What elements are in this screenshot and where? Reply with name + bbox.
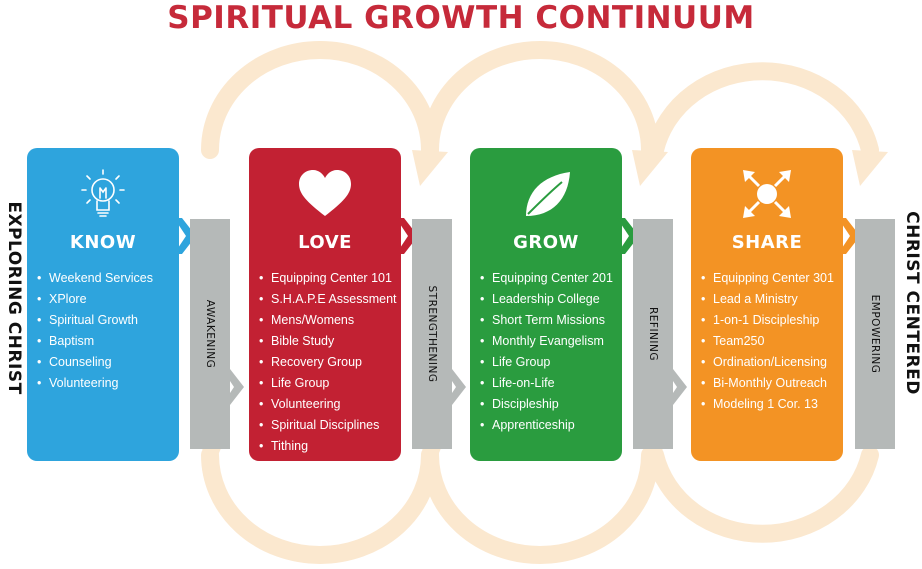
lightbulb-icon — [81, 169, 125, 217]
chevron-right-icon — [444, 369, 466, 405]
heart-icon — [299, 170, 351, 216]
list-item: Equipping Center 101 — [259, 268, 401, 289]
grow-heading: GROW — [513, 232, 579, 253]
list-item: Bible Study — [259, 331, 401, 352]
list-item: Discipleship — [480, 394, 622, 415]
list-item: Weekend Services — [37, 268, 179, 289]
list-item: Life-on-Life — [480, 373, 622, 394]
list-item: Bi-Monthly Outreach — [701, 373, 843, 394]
christ-centered-label: CHRIST CENTERED — [902, 211, 922, 395]
list-item: Short Term Missions — [480, 310, 622, 331]
list-item: Equipping Center 301 — [701, 268, 843, 289]
awakening-gate: AWAKENING — [190, 219, 244, 449]
list-item: Tithing — [259, 436, 401, 457]
list-item: Baptism — [37, 331, 179, 352]
know-list: Weekend Services XPlore Spiritual Growth… — [37, 268, 179, 394]
list-item: Modeling 1 Cor. 13 — [701, 394, 843, 415]
awakening-label: AWAKENING — [204, 299, 216, 369]
empowering-gate: EMPOWERING — [855, 219, 895, 449]
love-heading: LOVE — [298, 232, 352, 253]
list-item: Monthly Evangelism — [480, 331, 622, 352]
list-item: Volunteering — [259, 394, 401, 415]
strengthening-gate: STRENGTHENING — [412, 219, 466, 449]
refining-label: REFINING — [647, 306, 659, 362]
grow-card: GROW Equipping Center 201 Leadership Col… — [470, 148, 639, 461]
list-item: Lead a Ministry — [701, 289, 843, 310]
list-item: Recovery Group — [259, 352, 401, 373]
list-item: Life Group — [259, 373, 401, 394]
list-item: Volunteering — [37, 373, 179, 394]
grow-list: Equipping Center 201 Leadership College … — [480, 268, 622, 436]
know-heading: KNOW — [69, 232, 137, 253]
list-item: XPlore — [37, 289, 179, 310]
list-item: 1-on-1 Discipleship — [701, 310, 843, 331]
list-item: Equipping Center 201 — [480, 268, 622, 289]
leaf-icon — [526, 172, 570, 216]
refining-gate: REFINING — [633, 219, 687, 449]
list-item: Spiritual Growth — [37, 310, 179, 331]
list-item: Spiritual Disciplines — [259, 415, 401, 436]
list-item: Mens/Womens — [259, 310, 401, 331]
chevron-right-icon — [665, 369, 687, 405]
love-list: Equipping Center 101 S.H.A.P.E Assessmen… — [259, 268, 401, 457]
share-card: SHARE Equipping Center 301 Lead a Minist… — [691, 148, 860, 461]
know-card: KNOW Weekend Services XPlore Spiritual G… — [27, 148, 196, 461]
strengthening-label: STRENGTHENING — [426, 285, 438, 383]
empowering-label: EMPOWERING — [869, 294, 881, 374]
list-item: Leadership College — [480, 289, 622, 310]
share-list: Equipping Center 301 Lead a Ministry 1-o… — [701, 268, 843, 415]
list-item: Life Group — [480, 352, 622, 373]
share-heading: SHARE — [731, 232, 803, 253]
chevron-right-icon — [222, 369, 244, 405]
list-item: Apprenticeship — [480, 415, 622, 436]
page-title: SPIRITUAL GROWTH CONTINUUM — [167, 0, 755, 36]
list-item: Team250 — [701, 331, 843, 352]
list-item: Counseling — [37, 352, 179, 373]
list-item: Ordination/Licensing — [701, 352, 843, 373]
exploring-christ-label: EXPLORING CHRIST — [4, 201, 24, 395]
love-card: LOVE Equipping Center 101 S.H.A.P.E Asse… — [249, 148, 418, 461]
arrows-outward-icon — [743, 170, 791, 218]
list-item: S.H.A.P.E Assessment — [259, 289, 401, 310]
